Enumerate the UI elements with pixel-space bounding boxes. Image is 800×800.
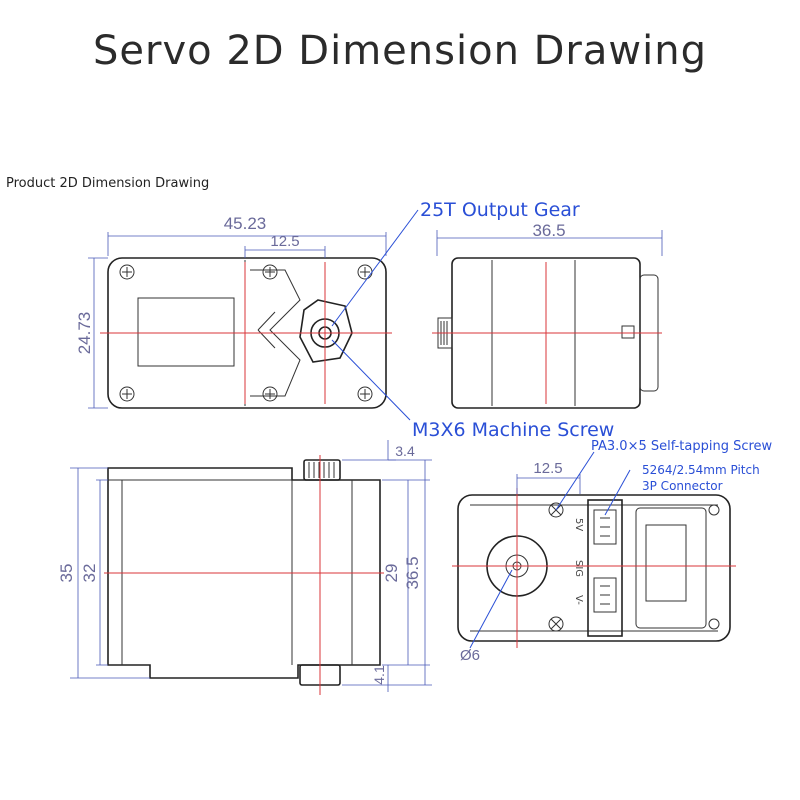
top-view: 45.23 12.5 24.73 bbox=[75, 209, 419, 421]
dim-36-5-side: 36.5 bbox=[532, 221, 565, 240]
dim-45-23: 45.23 bbox=[224, 214, 267, 233]
dim-32: 32 bbox=[80, 564, 99, 583]
dim-line-3-4 bbox=[387, 440, 396, 461]
dim-36-5-front: 36.5 bbox=[403, 556, 422, 589]
dim-line-24-73 bbox=[88, 257, 108, 409]
front-view-gear bbox=[303, 459, 341, 481]
leader-output-gear bbox=[331, 209, 419, 327]
pin-label-sig: SIG bbox=[573, 560, 584, 577]
dim-line-36-5-side bbox=[436, 230, 663, 256]
dim-line-32 bbox=[96, 479, 108, 666]
dim-line-36-5-front bbox=[342, 459, 432, 686]
dim-12-5-bottom: 12.5 bbox=[533, 460, 562, 477]
side-view: 36.5 bbox=[432, 221, 663, 409]
dim-line-12-5-bottom bbox=[516, 474, 581, 494]
bottom-view-label-window bbox=[645, 524, 687, 602]
pin-label-v-minus: V- bbox=[573, 595, 584, 605]
callout-self-tapping: PA3.0×5 Self-tapping Screw bbox=[591, 439, 773, 454]
output-horn-hexagon bbox=[299, 299, 353, 363]
pin-label-5v: 5V bbox=[573, 518, 584, 531]
callout-output-gear: 25T Output Gear bbox=[420, 199, 580, 221]
dim-12-5-top: 12.5 bbox=[270, 233, 299, 250]
leader-machine-screw bbox=[331, 339, 411, 421]
callout-connector-line1: 5264/2.54mm Pitch bbox=[642, 463, 760, 477]
leader-connector bbox=[604, 469, 631, 516]
dim-line-29 bbox=[382, 479, 430, 666]
dim-line-45-23 bbox=[107, 232, 387, 256]
front-view: 35 32 29 36.5 3.4 4.1 bbox=[57, 440, 432, 695]
leader-self-tapping bbox=[555, 451, 595, 511]
page-title: Servo 2D Dimension Drawing bbox=[93, 28, 707, 74]
bottom-view: 5V SIG V- 12.5 Ø6 bbox=[452, 451, 736, 664]
top-view-label-window bbox=[137, 297, 235, 367]
dim-4-1: 4.1 bbox=[371, 665, 387, 685]
dim-24-73: 24.73 bbox=[75, 312, 94, 355]
gear-housing-chevron bbox=[257, 311, 276, 349]
drawing-subtitle: Product 2D Dimension Drawing bbox=[6, 176, 210, 191]
bottom-view-body bbox=[457, 494, 731, 642]
leader-diameter bbox=[469, 569, 513, 649]
bottom-view-connector bbox=[587, 499, 623, 637]
dim-diameter-6: Ø6 bbox=[460, 647, 480, 664]
dim-3-4: 3.4 bbox=[395, 443, 415, 459]
dim-line-12-5-top bbox=[244, 246, 326, 258]
dim-line-35 bbox=[70, 467, 150, 679]
callout-connector-line2: 3P Connector bbox=[642, 479, 723, 493]
dim-35: 35 bbox=[57, 564, 76, 583]
front-view-body bbox=[107, 467, 381, 679]
callout-machine-screw: M3X6 Machine Screw bbox=[412, 419, 614, 441]
dim-29: 29 bbox=[382, 564, 401, 583]
gear-housing-outline bbox=[250, 269, 301, 397]
top-view-screws bbox=[119, 264, 373, 402]
